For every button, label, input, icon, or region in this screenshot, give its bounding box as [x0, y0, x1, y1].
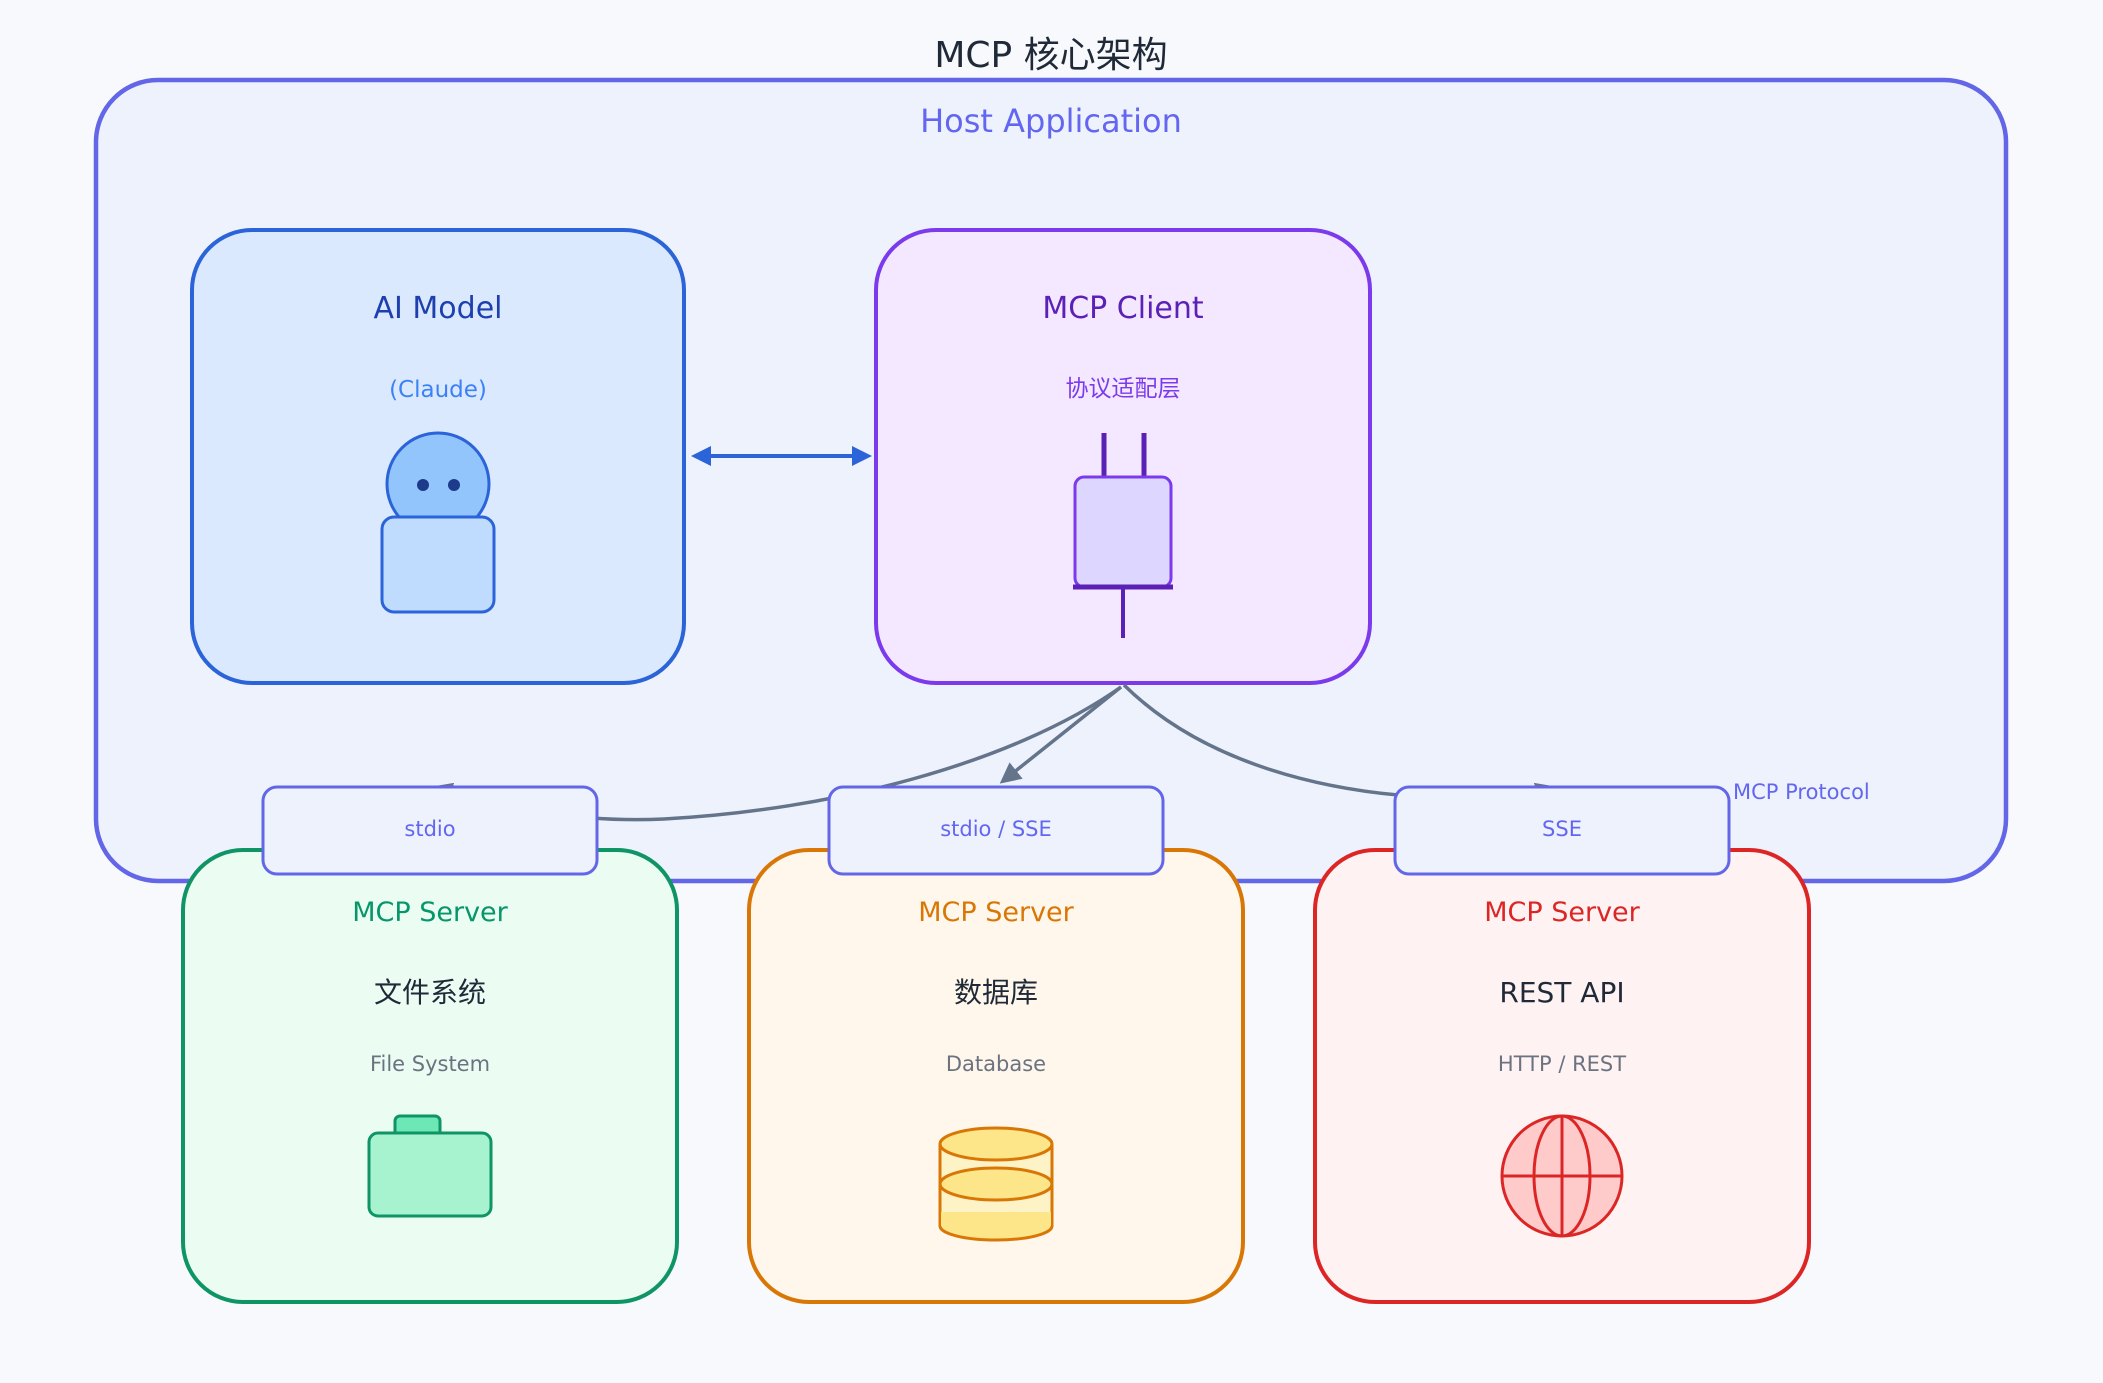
host-application-label: Host Application [920, 102, 1182, 140]
client-to-database-arrow [999, 685, 1123, 784]
server-rest-api-title: MCP Server [1484, 897, 1640, 928]
server-database-name-en: Database [946, 1052, 1046, 1076]
server-filesystem-name-en: File System [370, 1052, 490, 1076]
mcp-client-box: MCP Client 协议适配层 [874, 228, 1372, 685]
server-database-box: MCP Server 数据库 Database [747, 848, 1245, 1304]
server-filesystem-title: MCP Server [352, 897, 508, 928]
transport-tag-sse: SSE [1393, 785, 1731, 876]
diagram-title: MCP 核心架构 [934, 35, 1167, 76]
ai-model-box: AI Model (Claude) [190, 228, 686, 685]
transport-sse-label: SSE [1542, 817, 1582, 841]
server-filesystem-name: 文件系统 [374, 976, 486, 1009]
transport-tag-stdio: stdio [261, 785, 599, 876]
ai-model-subtitle: (Claude) [389, 377, 487, 403]
folder-icon [367, 1114, 493, 1218]
server-filesystem-box: MCP Server 文件系统 File System [181, 848, 679, 1304]
transport-stdio-label: stdio [404, 817, 455, 841]
server-rest-api-name: REST API [1499, 976, 1624, 1009]
transport-tag-stdio-sse: stdio / SSE [827, 785, 1165, 876]
ai-model-title: AI Model [374, 291, 503, 326]
mcp-protocol-label: MCP Protocol [1733, 780, 1870, 804]
mcp-client-title: MCP Client [1042, 291, 1204, 326]
database-icon [938, 1126, 1054, 1242]
server-rest-api-name-en: HTTP / REST [1498, 1052, 1626, 1076]
mcp-client-subtitle: 协议适配层 [1066, 376, 1181, 402]
server-rest-api-box: MCP Server REST API HTTP / REST [1313, 848, 1811, 1304]
globe-icon [1500, 1114, 1624, 1238]
server-database-name: 数据库 [954, 976, 1038, 1009]
server-database-title: MCP Server [918, 897, 1074, 928]
robot-icon [380, 431, 496, 614]
transport-stdio-sse-label: stdio / SSE [940, 817, 1052, 841]
plug-icon [1073, 433, 1173, 638]
